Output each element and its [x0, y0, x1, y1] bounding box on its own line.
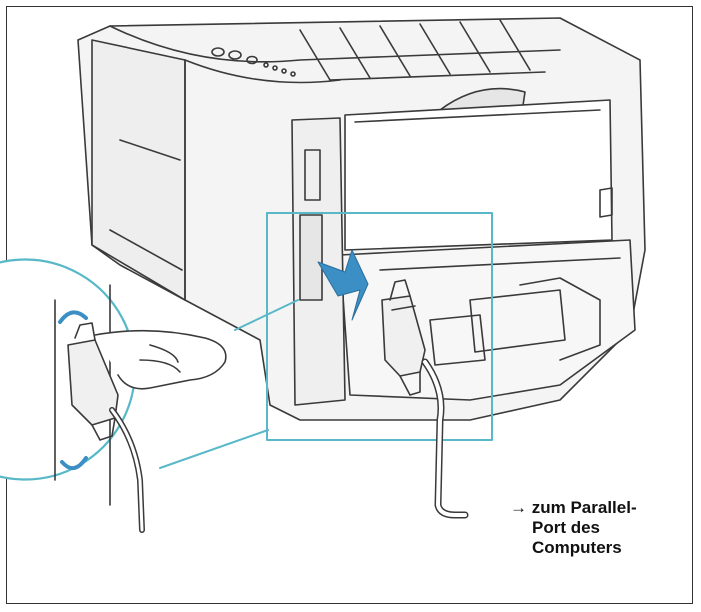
push-arrow-icon [317, 249, 369, 321]
rotate-arrow-icon [60, 456, 88, 470]
caption-line-1: → zum Parallel- [510, 498, 637, 517]
arrow-right-icon: → [510, 498, 527, 517]
caption-line-2: Port des [532, 518, 601, 537]
printer-body [77, 17, 646, 421]
cable-caption: → zum Parallel- Port des Computers [510, 498, 690, 558]
magnified-inset [0, 258, 299, 533]
cable-connector [381, 279, 469, 519]
caption-line-3: Computers [532, 538, 622, 557]
zoom-highlight-box [266, 212, 493, 441]
rotate-arrow-icon [58, 310, 88, 324]
